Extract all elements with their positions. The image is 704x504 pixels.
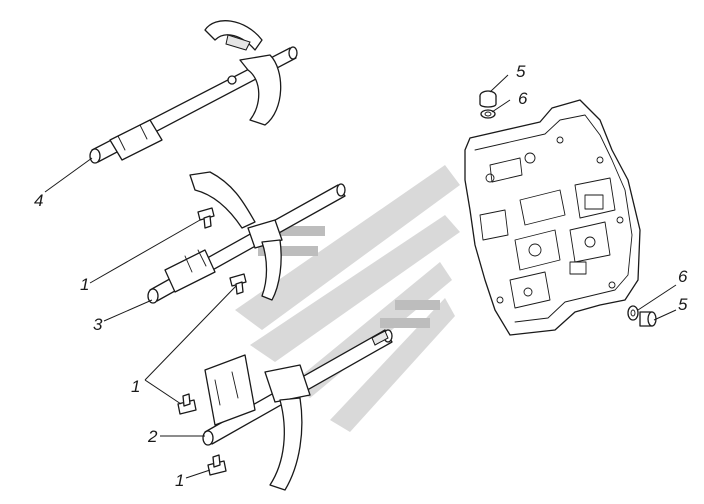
washer-6-right [627,305,639,321]
callout-2: 2 [147,427,158,446]
plug-5-right [639,311,657,327]
callout-6-top: 6 [518,89,528,108]
shift-rod-2 [202,329,393,491]
callout-1-middle: 1 [131,377,140,396]
callout-1-bottom: 1 [175,471,184,490]
callout-6-right: 6 [678,267,688,286]
callout-labels: 4 1 3 1 2 1 5 6 6 5 [34,62,688,490]
washer-6-top [480,109,496,119]
pin-1-top [197,207,215,229]
callout-4: 4 [34,191,43,210]
gearbox-housing [464,99,641,336]
plug-5-top [479,90,497,108]
callout-1-top: 1 [80,275,89,294]
shift-rod-4 [89,20,298,164]
shift-rod-3 [147,171,346,304]
callout-5-top: 5 [516,62,526,81]
leader-lines [44,74,677,479]
pin-1-lower [177,393,197,415]
callout-5-right: 5 [678,295,688,314]
pin-1-bottom [207,454,227,476]
callout-3: 3 [93,315,103,334]
pin-1-middle [229,273,247,295]
